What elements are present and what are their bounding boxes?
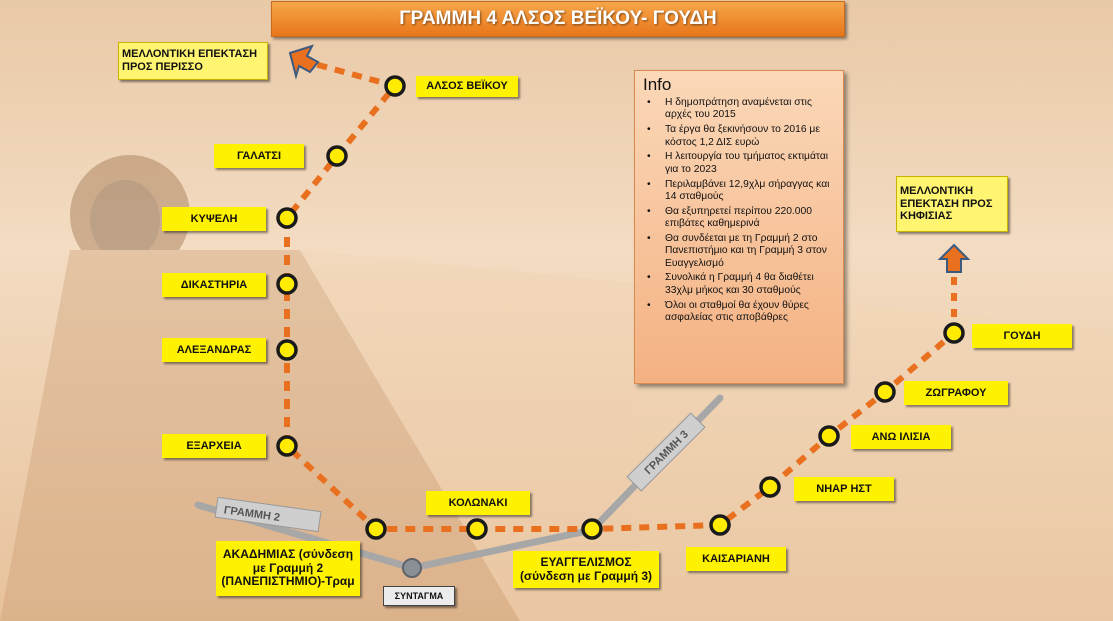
station-label-exarcheia[interactable]: ΕΞΑΡΧΕΙΑ [162,434,266,458]
station-label-alexandras[interactable]: ΑΛΕΞΑΝΔΡΑΣ [162,338,266,362]
station-label-alsos[interactable]: ΑΛΣΟΣ ΒΕΪΚΟΥ [416,76,518,97]
future-extension-east-label: ΜΕΛΛΟΝΤΙΚΗ ΕΠΕΚΤΑΣΗ ΠΡΟΣ ΚΗΦΙΣΙΑΣ [896,176,1008,232]
info-list: Η δημοπράτηση αναμένεται στις αρχές του … [643,97,835,324]
info-item: Όλοι οι σταθμοί θα έχουν θύρες ασφαλείας… [647,300,835,325]
station-label-kypseli[interactable]: ΚΥΨΕΛΗ [162,207,266,231]
station-dot-zografou[interactable] [874,381,896,403]
station-label-akadimias[interactable]: ΑΚΑΔΗΜΙΑΣ (σύνδεση με Γραμμή 2 (ΠΑΝΕΠΙΣΤ… [216,541,360,596]
future-extension-west-label: ΜΕΛΛΟΝΤΙΚΗ ΕΠΕΚΤΑΣΗ ΠΡΟΣ ΠΕΡΙΣΣΟ [118,42,268,80]
station-label-evangelismos[interactable]: ΕΥΑΓΓΕΛΙΣΜΟΣ (σύνδεση με Γραμμή 3) [513,551,659,588]
station-dot-syntagma[interactable] [402,558,422,578]
station-dot-kypseli[interactable] [276,207,298,229]
info-heading: Info [643,75,672,94]
station-label-zografou[interactable]: ΖΩΓΡΑΦΟΥ [904,381,1008,405]
station-dot-galatsi[interactable] [326,145,348,167]
info-item: Περιλαμβάνει 12,9χλμ σήραγγας και 14 στα… [647,179,835,204]
station-label-ano-ilisia[interactable]: ΑΝΩ ΙΛΙΣΙΑ [851,425,951,449]
station-dot-goudi[interactable] [943,322,965,344]
station-dot-kaisariani[interactable] [709,514,731,536]
station-label-syntagma[interactable]: ΣΥΝΤΑΓΜΑ [383,586,455,606]
station-dot-evangelismos[interactable] [581,518,603,540]
info-item: Θα συνδέεται με τη Γραμμή 2 στο Πανεπιστ… [647,233,835,270]
info-item: Συνολικά η Γραμμή 4 θα διαθέτει 33χλμ μή… [647,272,835,297]
station-dot-nirist[interactable] [759,476,781,498]
info-item: Η δημοπράτηση αναμένεται στις αρχές του … [647,97,835,122]
line-2-badge: ΓΡΑΜΜΗ 2 [214,496,322,533]
station-label-galatsi[interactable]: ΓΑΛΑΤΣΙ [214,144,304,168]
station-dot-kolonaki[interactable] [466,518,488,540]
station-dot-akadimias[interactable] [365,518,387,540]
info-panel: Info Η δημοπράτηση αναμένεται στις αρχές… [634,70,844,384]
arrow-west-icon [288,44,320,80]
station-label-nirist[interactable]: ΝΗΑΡ ΗΣΤ [794,477,894,501]
station-label-kaisariani[interactable]: ΚΑΙΣΑΡΙΑΝΗ [686,547,786,571]
info-item: Η λειτουργία του τμήματος εκτιμάται για … [647,151,835,176]
page-title: ΓΡΑΜΜΗ 4 ΑΛΣΟΣ ΒΕΪΚΟΥ- ΓΟΥΔΗ [271,1,845,37]
station-label-dikastiria[interactable]: ΔΙΚΑΣΤΗΡΙΑ [162,273,266,297]
info-item: Θα εξυπηρετεί περίπου 220.000 επιβάτες κ… [647,206,835,231]
station-dot-exarcheia[interactable] [276,435,298,457]
station-dot-ano-ilisia[interactable] [818,425,840,447]
arrow-up-icon [937,243,971,273]
station-dot-alsos[interactable] [384,75,406,97]
tram-connector [408,526,596,572]
station-dot-dikastiria[interactable] [276,273,298,295]
station-dot-alexandras[interactable] [276,339,298,361]
station-label-goudi[interactable]: ΓΟΥΔΗ [972,324,1072,348]
info-item: Τα έργα θα ξεκινήσουν το 2016 με κόστος … [647,124,835,149]
station-markers [276,75,965,540]
station-label-kolonaki[interactable]: ΚΟΛΩΝΑΚΙ [426,491,530,515]
